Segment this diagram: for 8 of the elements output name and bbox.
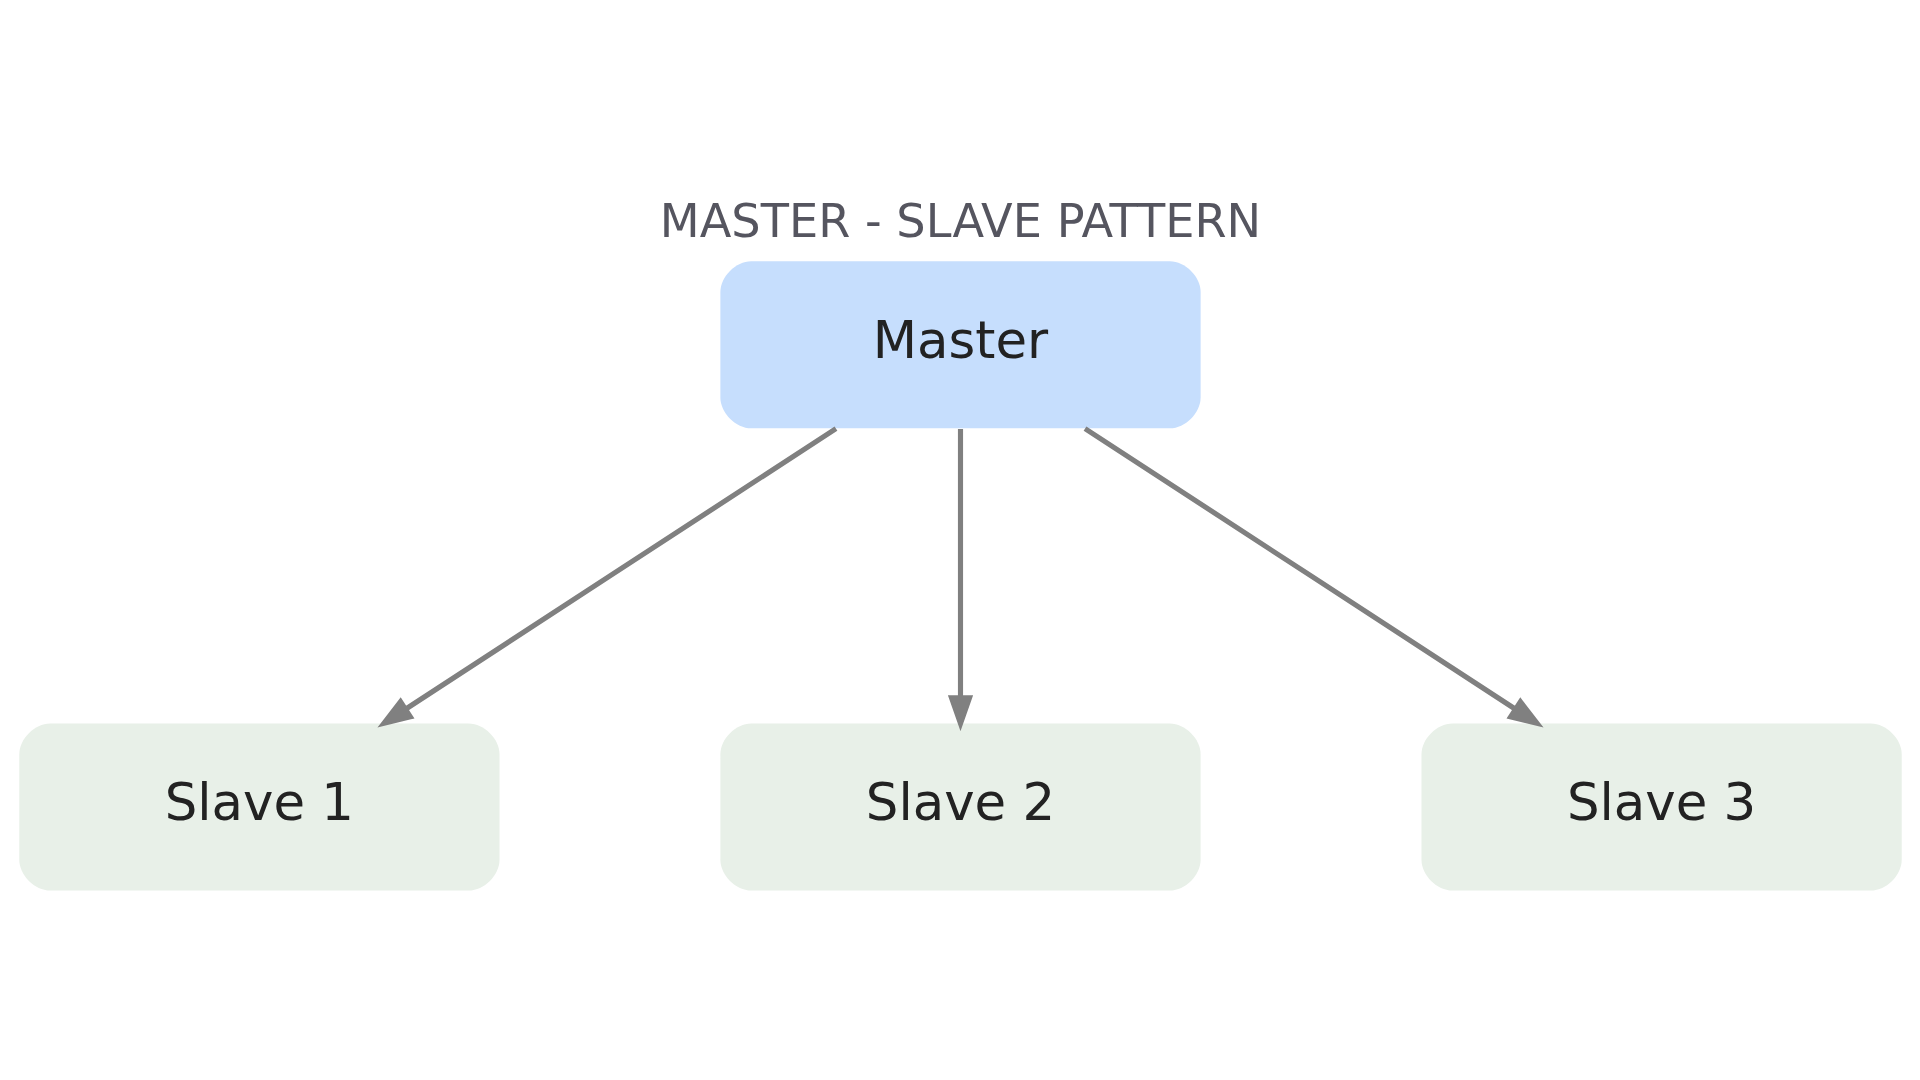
arrow bbox=[376, 426, 837, 728]
node-box: Slave 3 bbox=[1421, 723, 1902, 891]
diagram-title: MASTER - SLAVE PATTERN bbox=[659, 193, 1261, 248]
node-box: Master bbox=[719, 261, 1201, 429]
node-box: Slave 1 bbox=[18, 723, 499, 891]
arrow bbox=[1083, 426, 1544, 728]
node-box: Slave 2 bbox=[719, 723, 1201, 891]
arrow bbox=[947, 429, 973, 732]
